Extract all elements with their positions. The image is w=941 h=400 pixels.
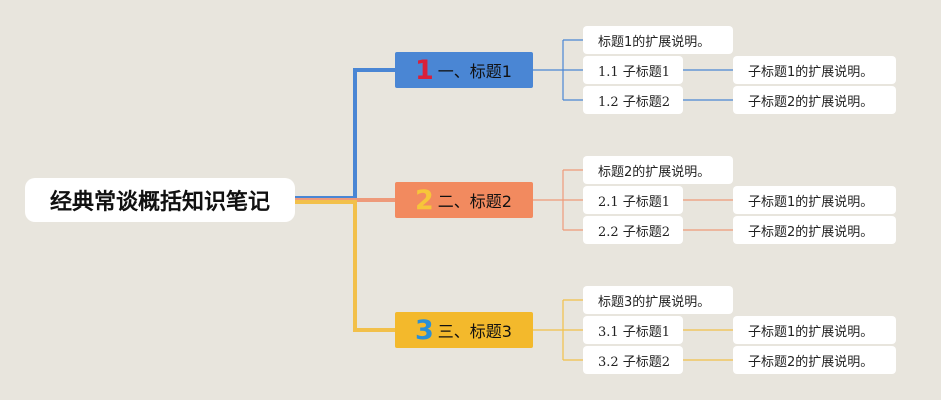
subtopic-2-2-extension[interactable]: 子标题2的扩展说明。 <box>733 216 896 244</box>
subtopic-3-2-extension[interactable]: 子标题2的扩展说明。 <box>733 346 896 374</box>
branch-connector-1 <box>295 68 395 200</box>
subtopic-2-1[interactable]: 2.1 子标题1 <box>583 186 683 214</box>
subtopic-3-2[interactable]: 3.2 子标题2 <box>583 346 683 374</box>
branch-title: 一、标题1 <box>437 62 512 81</box>
branch-node-2[interactable]: 2 二、标题2 <box>395 182 533 218</box>
subtopic-1-2[interactable]: 1.2 子标题2 <box>583 86 683 114</box>
subtopic-2-1-extension[interactable]: 子标题1的扩展说明。 <box>733 186 896 214</box>
branch-number: 1 <box>415 54 434 86</box>
branch-node-1[interactable]: 1 一、标题1 <box>395 52 533 88</box>
branch-3-description[interactable]: 标题3的扩展说明。 <box>583 286 733 314</box>
subtopic-1-2-extension[interactable]: 子标题2的扩展说明。 <box>733 86 896 114</box>
subtopic-1-1-extension[interactable]: 子标题1的扩展说明。 <box>733 56 896 84</box>
branch-title: 三、标题3 <box>437 322 512 341</box>
subtopic-3-1[interactable]: 3.1 子标题1 <box>583 316 683 344</box>
branch-title: 二、标题2 <box>437 192 512 211</box>
subtopic-3-1-extension[interactable]: 子标题1的扩展说明。 <box>733 316 896 344</box>
branch-node-3[interactable]: 3 三、标题3 <box>395 312 533 348</box>
branch-2-description[interactable]: 标题2的扩展说明。 <box>583 156 733 184</box>
branch-connector-3 <box>295 200 395 332</box>
subtopic-2-2[interactable]: 2.2 子标题2 <box>583 216 683 244</box>
branch-1-description[interactable]: 标题1的扩展说明。 <box>583 26 733 54</box>
branch-number: 3 <box>415 314 434 346</box>
branch-number: 2 <box>415 184 434 216</box>
root-title: 经典常谈概括知识笔记 <box>49 190 270 215</box>
subtopic-1-1[interactable]: 1.1 子标题1 <box>583 56 683 84</box>
root-node[interactable]: 经典常谈概括知识笔记 <box>25 178 295 222</box>
